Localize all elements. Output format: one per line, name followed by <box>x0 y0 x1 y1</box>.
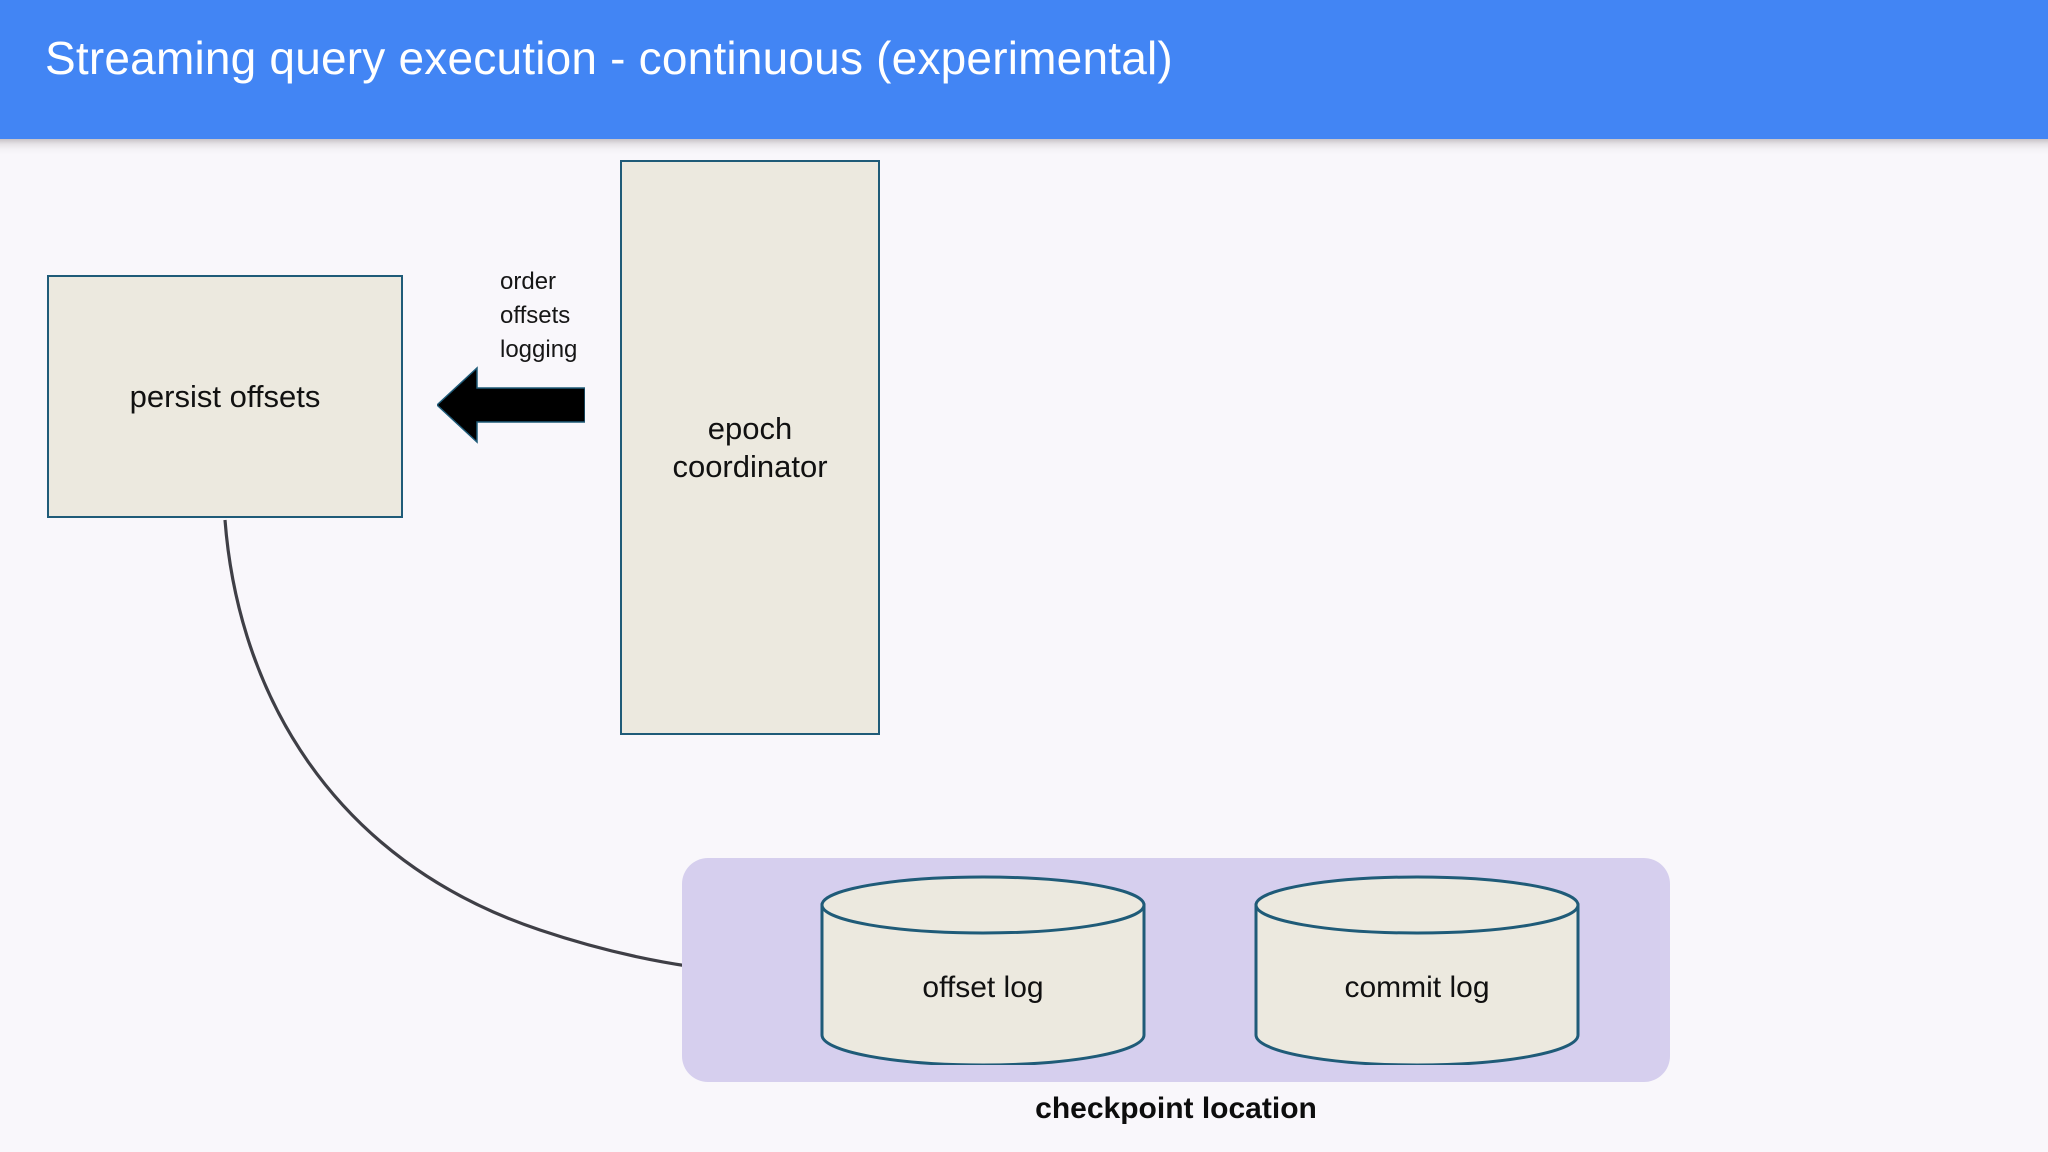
node-epoch-coordinator[interactable]: epoch coordinator <box>620 160 880 735</box>
header-shadow <box>0 139 2048 155</box>
node-offset-log[interactable]: offset log <box>818 875 1148 1067</box>
edge-label-order-offsets-logging: order offsets logging <box>500 268 578 363</box>
cylinder-icon-commit-log <box>1254 875 1580 1067</box>
node-persist-offsets-label: persist offsets <box>129 378 321 414</box>
node-commit-log[interactable]: commit log <box>1252 875 1582 1067</box>
group-checkpoint-location-caption: checkpoint location <box>1035 1092 1317 1125</box>
node-persist-offsets[interactable]: persist offsets <box>47 275 403 518</box>
cylinder-icon-offset-log <box>820 875 1146 1067</box>
page-title: Streaming query execution - continuous (… <box>45 32 1173 84</box>
slide-header-bar: Streaming query execution - continuous (… <box>0 0 2048 139</box>
block-arrow-icon <box>437 366 585 444</box>
node-epoch-coordinator-label: epoch coordinator <box>672 410 828 484</box>
